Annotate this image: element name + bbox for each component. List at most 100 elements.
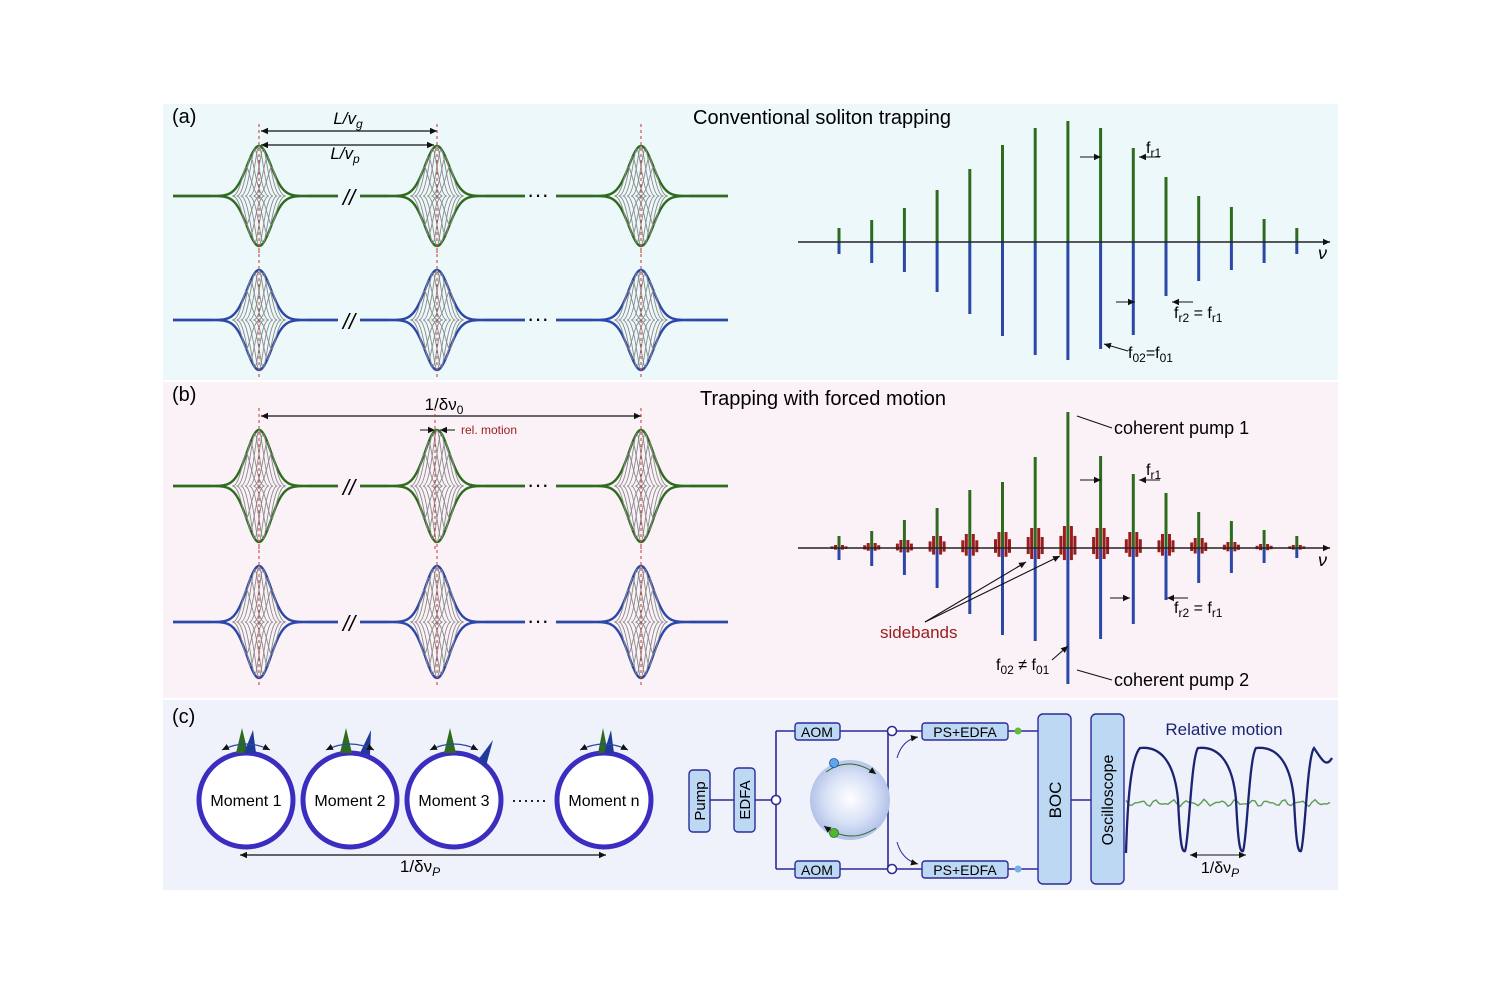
carrier-wave — [410, 589, 439, 623]
pulse-envelope — [173, 318, 338, 372]
carrier-wave — [232, 589, 261, 623]
moment-ring-3: Moment 3 — [404, 728, 504, 850]
moment-label: Moment 1 — [210, 793, 281, 810]
carrier-wave — [257, 166, 286, 197]
carrier-wave — [257, 195, 286, 226]
carrier-wave — [622, 621, 652, 676]
carrier-wave — [240, 148, 270, 197]
carrier-wave — [639, 589, 668, 623]
fr1-label: fr1 — [1146, 140, 1161, 160]
panel-a-title: Conventional soliton trapping — [693, 107, 951, 129]
pulse-envelope — [173, 620, 338, 680]
moment-ring-n: Moment n — [554, 728, 654, 850]
carrier-wave — [614, 290, 643, 321]
moment-ring-2: Moment 2 — [300, 728, 400, 850]
carrier-wave — [410, 453, 439, 487]
sideband-pointer — [924, 561, 1027, 623]
moment-ring-1: Moment 1 — [196, 728, 296, 850]
offset-pointer — [1051, 645, 1069, 661]
phase-delay-label: L/vp — [330, 144, 360, 166]
carrier-wave — [622, 148, 652, 197]
carrier-wave — [639, 166, 668, 197]
carrier-wave — [418, 568, 448, 623]
carrier-wave — [426, 568, 456, 623]
trace-period-label: 1/δνP — [1201, 860, 1239, 880]
motion-arrow — [325, 743, 375, 751]
carrier-wave — [410, 621, 439, 655]
ellipsis: ······ — [511, 790, 547, 810]
carrier-wave — [630, 621, 660, 676]
panel-b-background — [163, 382, 1338, 698]
carrier-wave — [418, 485, 448, 540]
carrier-wave — [435, 319, 464, 350]
carrier-wave — [431, 441, 460, 487]
carrier-wave — [614, 485, 643, 519]
soliton-green — [829, 828, 839, 838]
frequency-comb-with-sidebands — [830, 412, 1306, 684]
carrier-wave — [257, 589, 286, 623]
carrier-wave — [630, 319, 660, 368]
carrier-wave — [426, 485, 456, 540]
pulse-envelope — [173, 194, 338, 248]
carrier-wave — [622, 272, 652, 321]
pulse-train-green — [173, 124, 728, 256]
carrier-wave — [635, 280, 664, 321]
offset-label: f02 ≠ f01 — [996, 657, 1050, 677]
pulse-envelope — [556, 194, 728, 248]
carrier-wave — [626, 145, 656, 197]
soliton-blue — [829, 758, 839, 768]
panel-b-title: Trapping with forced motion — [700, 388, 946, 410]
group-delay-label: L/vg — [333, 109, 363, 131]
carrier-wave — [435, 195, 464, 226]
pulse-envelope — [556, 484, 728, 544]
carrier-wave — [257, 319, 286, 350]
carrier-wave — [630, 568, 660, 623]
carrier-wave — [614, 589, 643, 623]
carrier-wave — [639, 290, 668, 321]
break-mark: // — [341, 611, 357, 636]
carrier-wave — [426, 432, 456, 487]
carrier-wave — [431, 280, 460, 321]
ps-edfa-top-box: PS+EDFA — [921, 722, 1009, 741]
frequency-comb — [837, 121, 1299, 360]
svg-text:PS+EDFA: PS+EDFA — [933, 862, 997, 878]
carrier-wave — [244, 429, 274, 487]
relative-motion-trace — [1124, 745, 1333, 854]
ellipsis: ··· — [527, 306, 549, 331]
carrier-wave — [248, 432, 278, 487]
carrier-wave — [232, 166, 261, 197]
carrier-wave — [410, 485, 439, 519]
pulse-train-blue — [173, 248, 728, 380]
carrier-wave — [614, 195, 643, 226]
carrier-wave — [240, 621, 270, 676]
coupler-node — [886, 725, 898, 737]
carrier-wave — [244, 565, 274, 623]
carrier-wave — [240, 432, 270, 487]
svg-text:PS+EDFA: PS+EDFA — [933, 724, 997, 740]
carrier-wave — [248, 272, 278, 321]
carrier-wave — [253, 156, 282, 197]
carrier-wave — [240, 319, 270, 368]
carrier-wave — [639, 195, 668, 226]
break-mark: // — [341, 309, 357, 334]
carrier-wave — [435, 589, 464, 623]
carrier-wave — [431, 156, 460, 197]
offset-label: f02=f01 — [1128, 345, 1173, 365]
panel-a: (a) Conventional soliton trapping L/vg L… — [172, 106, 1330, 380]
oscilloscope-box: Oscilloscope — [1090, 713, 1125, 885]
carrier-wave — [244, 269, 274, 321]
carrier-wave — [622, 432, 652, 487]
fr2-label: fr2 = fr1 — [1174, 305, 1223, 325]
carrier-wave — [639, 621, 668, 655]
carrier-wave — [630, 272, 660, 321]
carrier-wave — [626, 565, 656, 623]
panel-a-label: (a) — [172, 106, 196, 128]
carrier-wave — [639, 485, 668, 519]
svg-text:Oscilloscope: Oscilloscope — [1100, 755, 1117, 846]
microresonator — [810, 758, 890, 840]
fr1-label: fr1 — [1146, 462, 1161, 482]
carrier-wave — [630, 148, 660, 197]
carrier-wave — [240, 272, 270, 321]
pulse-train-green — [173, 408, 728, 552]
